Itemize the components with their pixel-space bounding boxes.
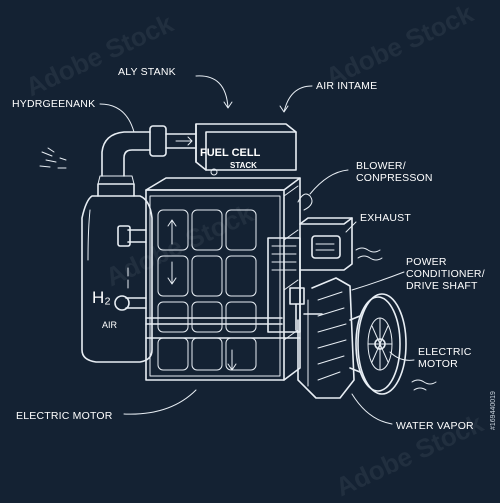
label-exhaust: EXHAUST <box>360 212 411 224</box>
stack-top-box: FUEL CELL STACK <box>195 123 297 176</box>
tank-air-label: AIR <box>102 320 118 330</box>
leader-lines <box>99 75 415 425</box>
fuel-cell-stack-label-line1: FUEL CELL <box>200 147 261 159</box>
electric-motor <box>289 277 407 399</box>
blower-compressor <box>297 193 353 271</box>
hydrogen-tank: H₂ AIR <box>81 175 153 363</box>
label-aly-stank: ALY STANK <box>118 66 176 78</box>
fuel-cell-stack-label-line2: STACK <box>230 161 257 170</box>
feed-pipes <box>114 225 301 339</box>
exhaust-block <box>267 237 301 333</box>
spark-marks <box>39 147 67 169</box>
label-electric-motor-right: ELECTRIC MOTOR <box>418 346 472 370</box>
label-air-intame: AIR INTAME <box>316 80 378 92</box>
label-hydrogeenank: HYDRGEENANK <box>12 98 96 110</box>
hydrogen-pipe <box>101 125 197 177</box>
label-water-vapor: WATER VAPOR <box>396 420 474 432</box>
fuel-cell-stack <box>145 177 301 381</box>
label-electric-motor-left: ELECTRIC MOTOR <box>16 410 113 422</box>
tank-h2-label: H₂ <box>92 288 111 307</box>
label-blower-compressor: BLOWER/ CONPRESSON <box>356 160 433 184</box>
stock-id: #169440019 <box>490 391 497 430</box>
label-power-conditioner: POWER CONDITIONER/ DRIVE SHAFT <box>406 256 485 292</box>
vapor-wisps <box>355 247 437 391</box>
